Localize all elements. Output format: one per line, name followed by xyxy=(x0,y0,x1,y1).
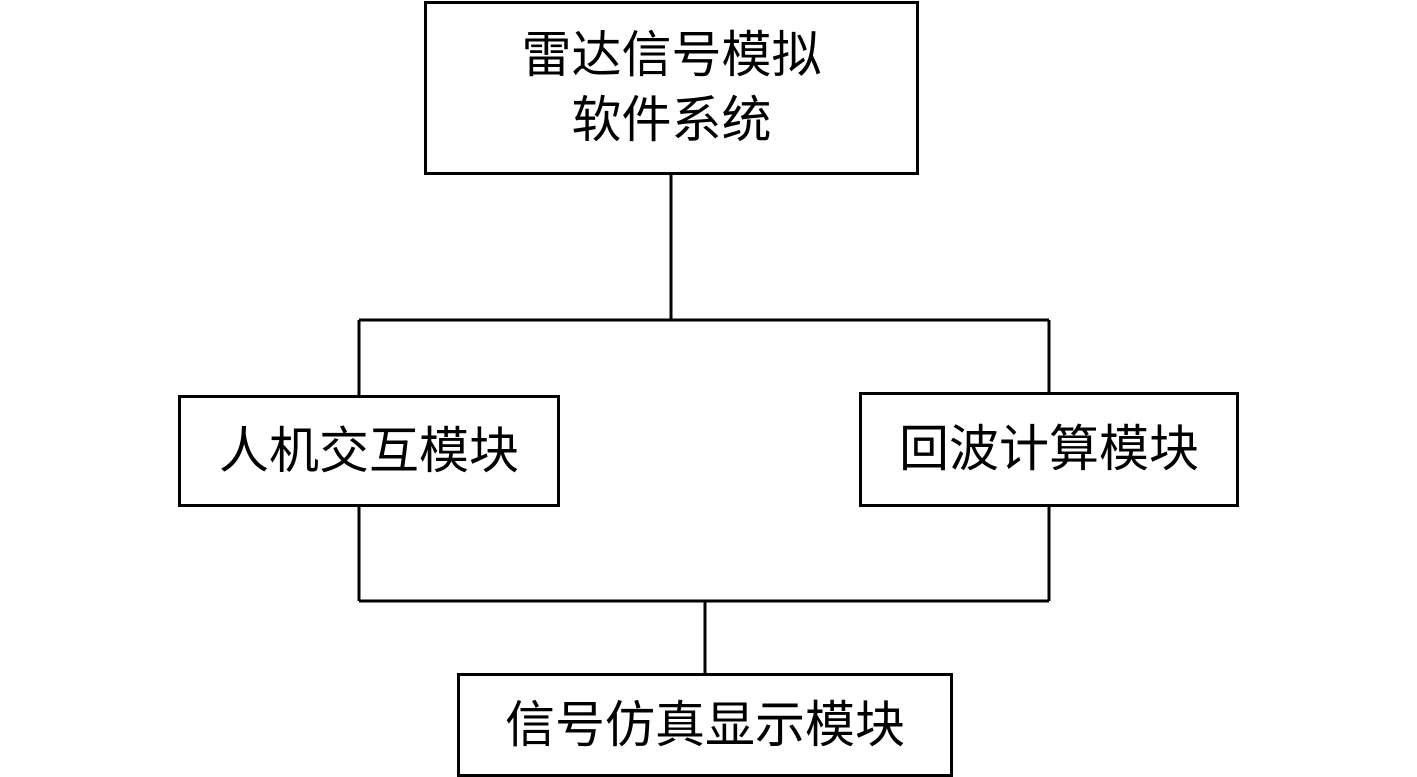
root-system-label-line-1: 雷达信号模拟 xyxy=(521,26,822,84)
root-system-label-line-2: 软件系统 xyxy=(571,91,772,149)
hmi-module-node: 人机交互模块 xyxy=(178,395,560,507)
echo-calc-module-node: 回波计算模块 xyxy=(859,392,1239,507)
signal-display-module-node: 信号仿真显示模块 xyxy=(457,673,953,777)
signal-display-module-label: 信号仿真显示模块 xyxy=(505,695,905,754)
hmi-module-label: 人机交互模块 xyxy=(219,421,519,480)
echo-calc-module-label: 回波计算模块 xyxy=(899,420,1199,478)
root-system-node: 雷达信号模拟 软件系统 xyxy=(424,1,919,175)
